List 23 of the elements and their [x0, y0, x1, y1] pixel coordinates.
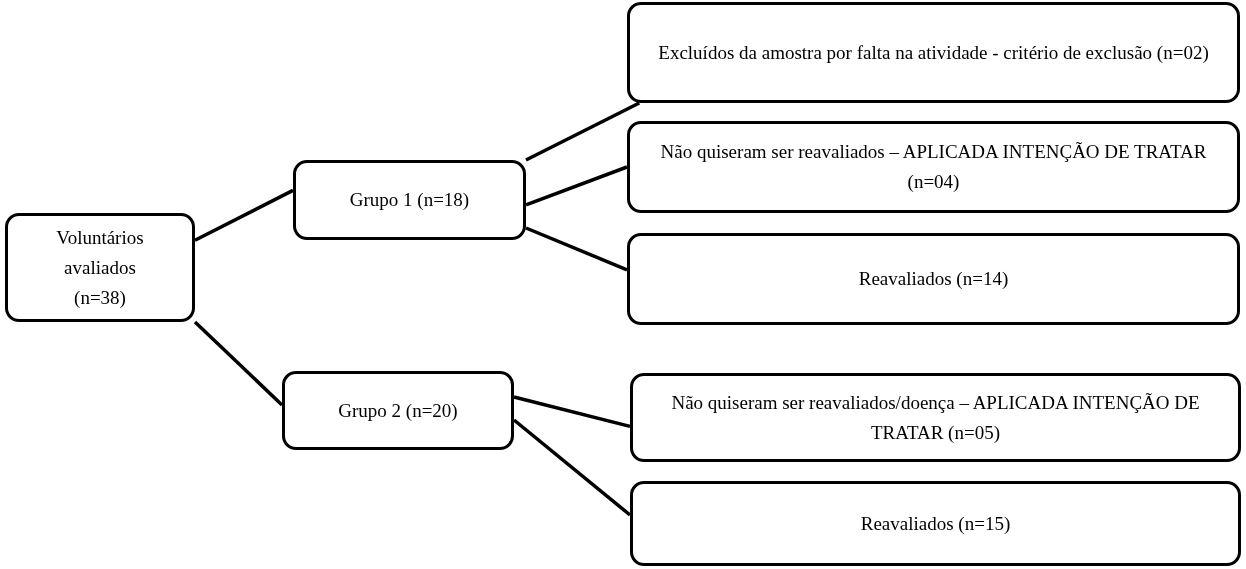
- box-text: Grupo 2 (n=20): [338, 398, 458, 423]
- connector-line: [194, 188, 294, 242]
- process-box: [627, 121, 1240, 213]
- connector-line: [525, 165, 628, 207]
- box-text: Excluídos da amostra por falta na atividade - critério de exclusão (n=02): [658, 40, 1209, 65]
- process-box: [282, 371, 514, 450]
- box-text: Voluntários avaliados (n=38): [55, 225, 145, 310]
- process-box: [5, 213, 195, 322]
- process-box: [630, 481, 1241, 566]
- process-box: [627, 2, 1240, 103]
- process-box: [630, 373, 1241, 462]
- connector-line: [513, 395, 631, 429]
- box-text: Não quiseram ser reavaliados/doença – APLICADA INTENÇÃO DE TRATAR (n=05): [670, 390, 1201, 445]
- box-text: Reavaliados (n=14): [858, 267, 1009, 291]
- connector-line: [525, 226, 628, 272]
- connector-line: [193, 320, 284, 407]
- connector-line: [512, 418, 632, 517]
- box-text: Reavaliados (n=15): [860, 511, 1011, 536]
- process-box: [627, 233, 1240, 325]
- connector-line: [525, 101, 641, 162]
- process-box: [293, 160, 526, 240]
- box-text: Grupo 1 (n=18): [349, 188, 470, 212]
- box-text: Não quiseram ser reavaliados – APLICADA INTENÇÃO DE TRATAR (n=04): [659, 140, 1208, 194]
